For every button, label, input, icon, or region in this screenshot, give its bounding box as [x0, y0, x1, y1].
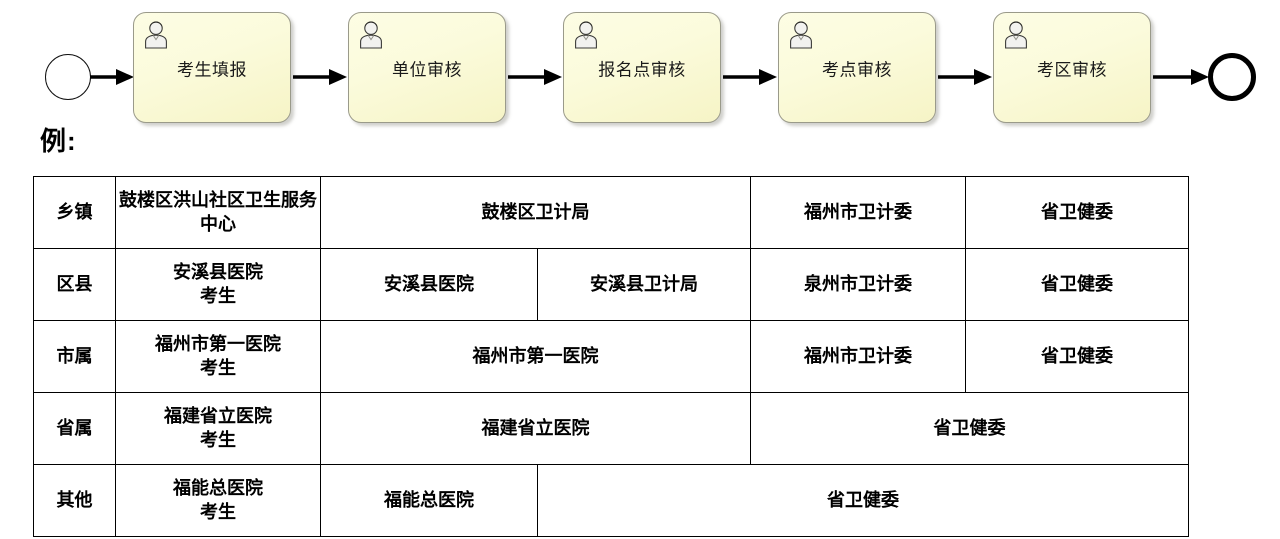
cell-approver: 福能总医院 [320, 464, 538, 537]
table-row: 省属福建省立医院考生福建省立医院省卫健委 [33, 392, 1189, 465]
cell-applicant: 福能总医院考生 [115, 464, 321, 537]
table-row: 其他福能总医院考生福能总医院省卫健委 [33, 464, 1189, 537]
cell-category: 乡镇 [33, 176, 116, 249]
cell-approver: 安溪县医院 [320, 248, 538, 321]
user-task-icon [573, 21, 599, 49]
connector-arrow [90, 68, 134, 86]
table-row: 乡镇鼓楼区洪山社区卫生服务中心鼓楼区卫计局福州市卫计委省卫健委 [33, 176, 1189, 249]
cell-category: 区县 [33, 248, 116, 321]
cell-approver: 省卫健委 [965, 176, 1189, 249]
task-node[interactable]: 考生填报 [133, 12, 291, 123]
cell-approver: 安溪县卫计局 [537, 248, 751, 321]
cell-approver: 福州市卫计委 [750, 320, 966, 393]
cell-category: 省属 [33, 392, 116, 465]
cell-approver: 泉州市卫计委 [750, 248, 966, 321]
end-event [1208, 53, 1256, 101]
cell-approver: 省卫健委 [965, 248, 1189, 321]
task-label: 报名点审核 [598, 60, 686, 79]
task-node[interactable]: 考区审核 [993, 12, 1151, 123]
user-task-icon [143, 21, 169, 49]
cell-approver: 省卫健委 [537, 464, 1189, 537]
connector-arrow [293, 68, 347, 86]
process-flow-diagram: 考生填报 单位审核 [0, 0, 1280, 130]
cell-applicant: 福州市第一医院考生 [115, 320, 321, 393]
connector-arrow [938, 68, 992, 86]
cell-approver: 福建省立医院 [320, 392, 751, 465]
cell-applicant: 安溪县医院考生 [115, 248, 321, 321]
start-event [45, 54, 91, 100]
cell-applicant: 鼓楼区洪山社区卫生服务中心 [115, 176, 321, 249]
cell-approver: 福州市卫计委 [750, 176, 966, 249]
task-label: 考点审核 [822, 60, 892, 79]
user-task-icon [788, 21, 814, 49]
task-node[interactable]: 报名点审核 [563, 12, 721, 123]
cell-category: 市属 [33, 320, 116, 393]
cell-applicant: 福建省立医院考生 [115, 392, 321, 465]
cell-category: 其他 [33, 464, 116, 537]
task-label: 考区审核 [1037, 60, 1107, 79]
example-caption: 例: [40, 126, 77, 156]
task-label: 考生填报 [177, 60, 247, 79]
task-node[interactable]: 单位审核 [348, 12, 506, 123]
cell-approver: 省卫健委 [965, 320, 1189, 393]
task-node[interactable]: 考点审核 [778, 12, 936, 123]
connector-arrow [723, 68, 777, 86]
cell-approver: 福州市第一医院 [320, 320, 751, 393]
task-label: 单位审核 [392, 60, 462, 79]
user-task-icon [358, 21, 384, 49]
connector-arrow [1153, 68, 1209, 86]
cell-approver: 鼓楼区卫计局 [320, 176, 751, 249]
connector-arrow [508, 68, 562, 86]
table-body: 乡镇鼓楼区洪山社区卫生服务中心鼓楼区卫计局福州市卫计委省卫健委区县安溪县医院考生… [33, 176, 1189, 537]
table-row: 市属福州市第一医院考生福州市第一医院福州市卫计委省卫健委 [33, 320, 1189, 393]
example-table: 乡镇鼓楼区洪山社区卫生服务中心鼓楼区卫计局福州市卫计委省卫健委区县安溪县医院考生… [33, 176, 1189, 537]
cell-approver: 省卫健委 [750, 392, 1189, 465]
user-task-icon [1003, 21, 1029, 49]
table-row: 区县安溪县医院考生安溪县医院安溪县卫计局泉州市卫计委省卫健委 [33, 248, 1189, 321]
